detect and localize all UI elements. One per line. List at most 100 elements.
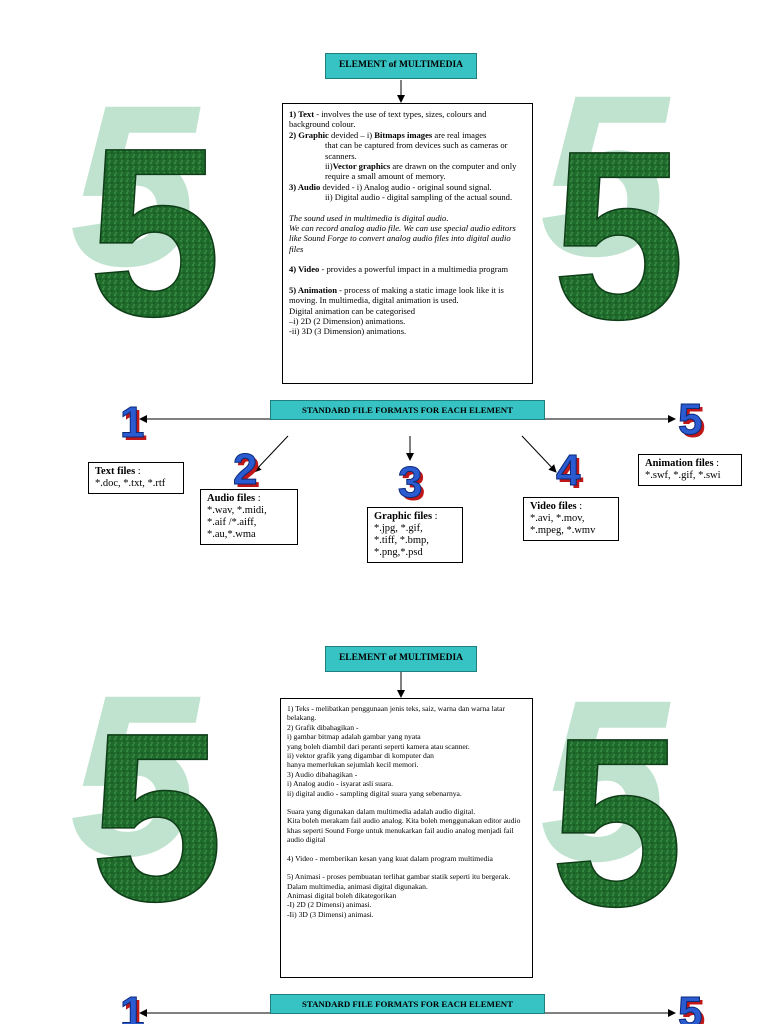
content-line: hanya memerlukan sejumlah kecil memori. xyxy=(287,760,419,770)
content-line: 5) Animation - process of making a stati… xyxy=(289,285,526,306)
format-title: Animation files xyxy=(645,458,714,469)
paragraph-gap xyxy=(289,254,526,264)
number-3: 3 xyxy=(398,458,422,507)
content-line: ii)Vector graphics are drawn on the comp… xyxy=(289,161,526,182)
number-4: 4 xyxy=(556,446,581,495)
content-line: i) gambar bitmap adalah gambar yang nyat… xyxy=(287,732,421,742)
format-title: Video files xyxy=(530,501,577,512)
content-line: Digital animation can be categorised xyxy=(289,306,526,316)
number-5: 5 xyxy=(678,988,702,1024)
content-text: are real images xyxy=(432,129,487,140)
paragraph-gap xyxy=(287,863,526,872)
format-files: *.doc, *.txt, *.rtf xyxy=(95,478,166,489)
content-line: that can be captured from devices such a… xyxy=(289,140,526,161)
big-five-decoration-icon: 5 5 xyxy=(70,57,222,367)
content-text: The sound used in multimedia is digital … xyxy=(289,212,449,223)
format-sep: : xyxy=(576,501,583,512)
svg-text:5: 5 xyxy=(70,57,201,314)
arrow-icon xyxy=(253,435,289,473)
content-term: Bitmaps images xyxy=(374,129,433,140)
format-sep: : xyxy=(713,458,720,469)
content-term: Vector graphics xyxy=(332,161,391,172)
svg-text:5: 5 xyxy=(90,683,223,951)
number-1-shadow: 1 xyxy=(123,991,147,1024)
content-line: Suara yang digunakan dalam multimedia ad… xyxy=(287,807,476,817)
content-line: We can record analog audio file. We can … xyxy=(289,223,526,254)
format-sep: : xyxy=(432,511,438,522)
content-line: ii) vektor grafik yang digambar di kompu… xyxy=(287,751,434,761)
format-sep: : xyxy=(255,493,261,504)
text-files-box: Text files : *.doc, *.txt, *.rtf xyxy=(88,462,184,494)
header-standard-file-formats: STANDARD FILE FORMATS FOR EACH ELEMENT xyxy=(270,400,545,420)
video-files-box: Video files : *.avi, *.mov, *.mpeg, *.wm… xyxy=(523,497,619,541)
content-line: yang boleh diambil dari peranti seperti … xyxy=(287,741,470,751)
header-element-of-multimedia: ELEMENT of MULTIMEDIA xyxy=(325,53,477,79)
content-line: Kita boleh merakam fail audio analog. Ki… xyxy=(287,816,521,845)
content-line: -I) 2D (2 Dimensi) animasi. xyxy=(287,900,372,910)
content-line: 3) Audio devided - i) Analog audio - ori… xyxy=(289,182,526,192)
number-2-shadow: 2 xyxy=(236,448,260,497)
content-line: -ii) 3D (3 Dimension) animations. xyxy=(289,326,526,336)
number-5: 5 xyxy=(678,395,702,444)
content-line: 1) Text - involves the use of text types… xyxy=(289,109,526,130)
animation-files-box: Animation files : *.swf, *.gif, *.swi xyxy=(638,454,742,486)
content-term: 4) Video xyxy=(289,264,320,275)
content-line: -Ii) 3D (3 Dimensi) animasi. xyxy=(287,909,374,919)
content-box-english: 1) Text - involves the use of text types… xyxy=(282,103,533,384)
content-text: are drawn on the computer and only requi… xyxy=(325,161,517,182)
svg-text:5: 5 xyxy=(550,688,683,956)
audio-files-box: Audio files : *.wav, *.midi, *.aif /*.ai… xyxy=(200,489,298,545)
content-text: - provides a powerful impact in a multim… xyxy=(319,264,509,275)
content-text: - process of making a static image look … xyxy=(289,284,504,306)
content-line: i) Analog audio - isyarat asli suara. xyxy=(287,779,394,789)
content-line: 2) Graphic devided – i) Bitmaps images a… xyxy=(289,130,526,140)
number-1: 1 xyxy=(120,988,144,1024)
content-box-malay: 1) Teks - melibatkan penggunaan jenis te… xyxy=(280,698,533,978)
number-1-shadow: 1 xyxy=(123,401,147,450)
content-line: –i) 2D (2 Dimension) animations. xyxy=(289,316,526,326)
content-line: The sound used in multimedia is digital … xyxy=(289,213,526,223)
number-2: 2 xyxy=(233,445,257,494)
svg-text:5: 5 xyxy=(552,101,685,369)
number-3-shadow: 3 xyxy=(401,461,425,510)
format-files: *.avi, *.mov, *.mpeg, *.wmv xyxy=(530,513,596,536)
format-files: *.swf, *.gif, *.swi xyxy=(645,470,721,481)
content-term: 5) Animation xyxy=(289,284,337,295)
content-text: –i) 2D (2 Dimension) animations. xyxy=(289,315,406,326)
paragraph-gap xyxy=(287,845,526,854)
graphic-files-box: Graphic files : *.jpg, *.gif, *.tiff, *.… xyxy=(367,507,463,563)
content-term: 3) Audio xyxy=(289,181,321,192)
content-text: ii) Digital audio - digital sampling of … xyxy=(325,192,513,203)
svg-text:5: 5 xyxy=(88,98,221,366)
number-4-shadow: 4 xyxy=(559,449,584,498)
big-five-decoration-icon: 5 5 xyxy=(540,652,684,957)
big-five-decoration-icon: 5 5 xyxy=(540,47,686,370)
content-text: - involves the use of text types, sizes,… xyxy=(289,109,487,130)
content-term: 2) Graphic xyxy=(289,129,329,140)
content-line: 4) Video - provides a powerful impact in… xyxy=(289,264,526,274)
format-sep: : xyxy=(135,466,141,477)
content-term: 1) Text xyxy=(289,109,315,119)
format-title: Text files xyxy=(95,466,136,477)
content-line: ii) Digital audio - digital sampling of … xyxy=(289,192,526,202)
content-line: 4) Video - memberikan kesan yang kuat da… xyxy=(287,853,493,863)
content-text: devided – i) xyxy=(328,129,375,140)
header-element-of-multimedia-2: ELEMENT of MULTIMEDIA xyxy=(325,646,477,672)
content-text: Digital animation can be categorised xyxy=(289,305,415,316)
format-files: *.jpg, *.gif, *.tiff, *.bmp, *.png,*.psd xyxy=(374,523,429,558)
content-text: ii) xyxy=(325,161,333,172)
arrow-icon xyxy=(521,435,557,473)
content-line: 3) Audio dibahagikan - xyxy=(287,769,358,779)
svg-text:5: 5 xyxy=(70,647,201,904)
content-text: -ii) 3D (3 Dimension) animations. xyxy=(289,326,407,337)
number-1: 1 xyxy=(120,398,144,447)
content-line: 2) Grafik dibahagikan - xyxy=(287,722,359,732)
number-5-shadow: 5 xyxy=(681,991,705,1024)
paragraph-gap xyxy=(289,203,526,213)
content-line: Animasi digital boleh dikategorikan xyxy=(287,890,397,900)
svg-text:5: 5 xyxy=(540,652,671,909)
content-line: 5) Animasi - proses pembuatan terlihat g… xyxy=(287,872,511,891)
format-title: Audio files xyxy=(207,493,256,504)
content-text: We can record analog audio file. We can … xyxy=(289,223,516,254)
